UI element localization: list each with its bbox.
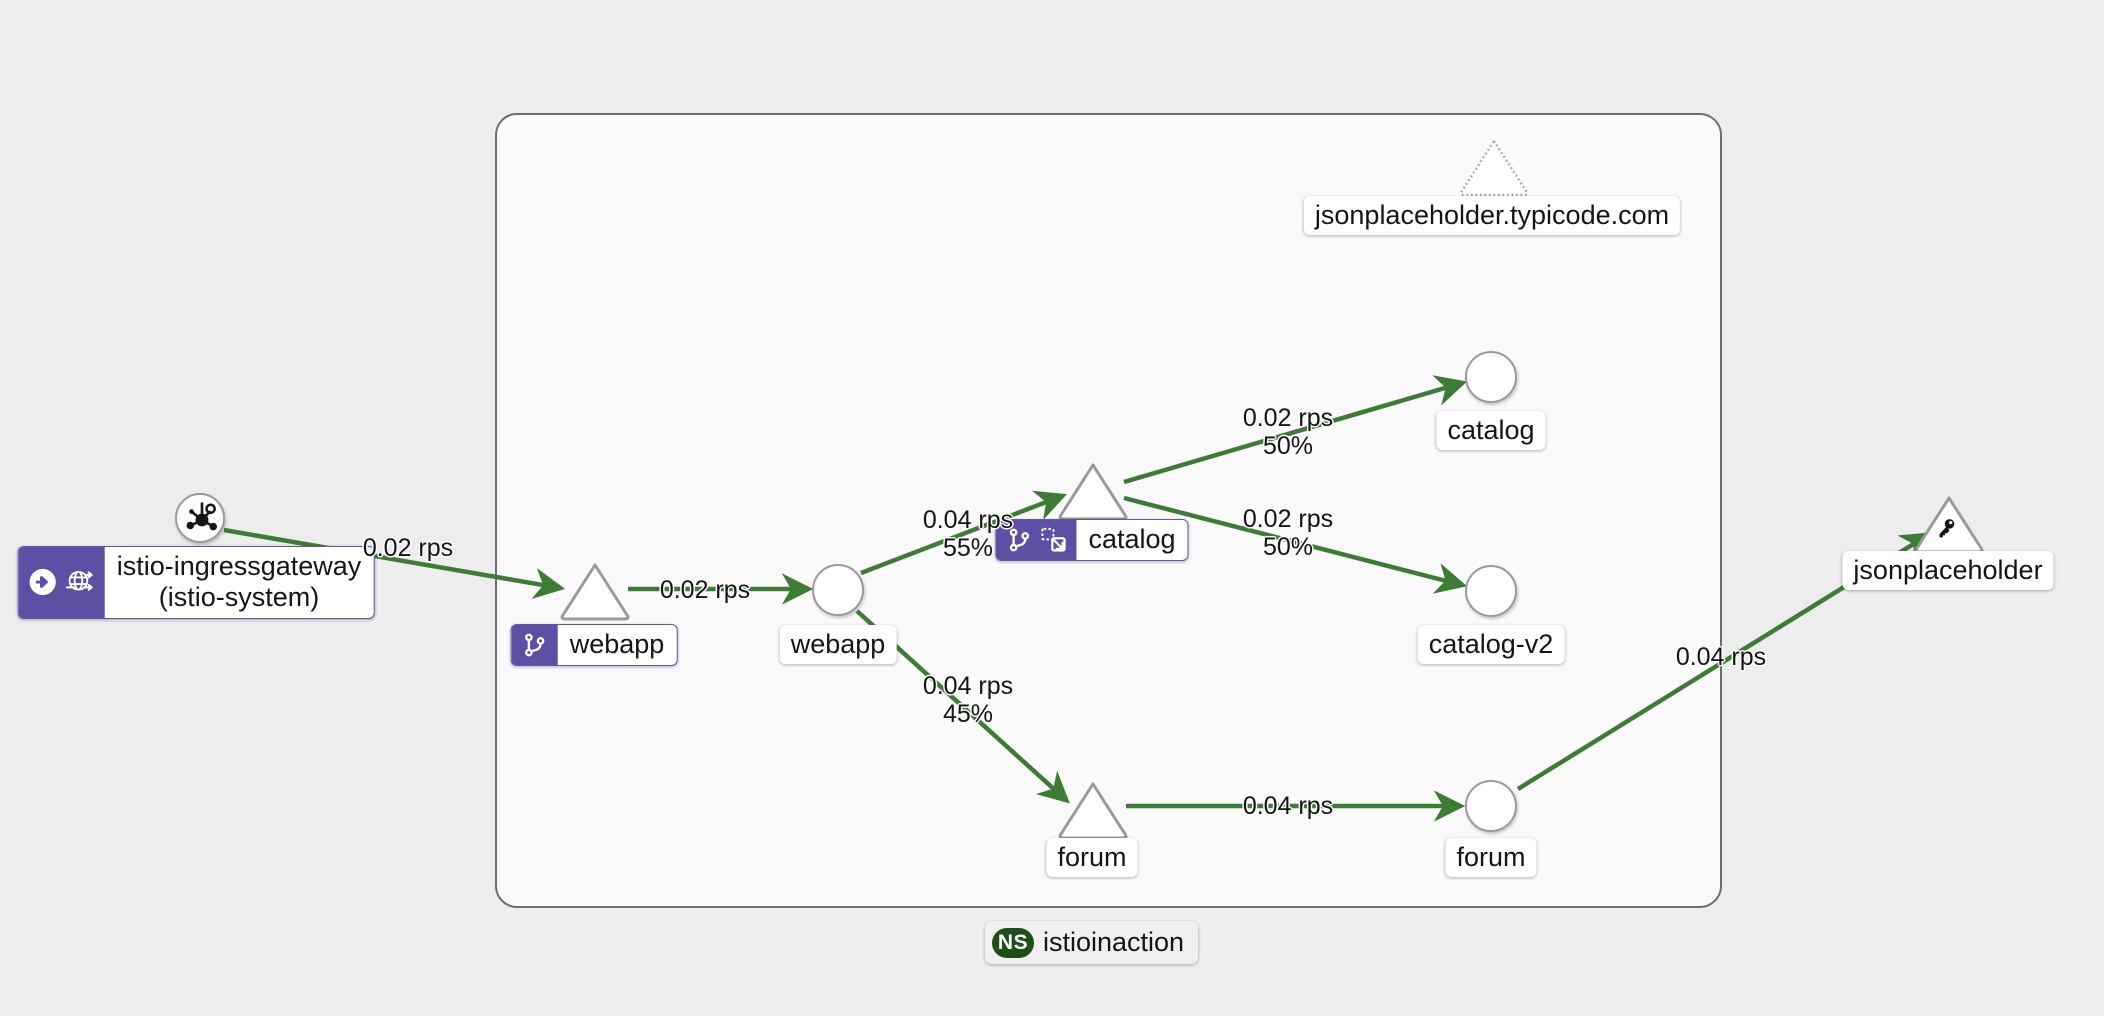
virtual-service-icon xyxy=(1009,528,1030,552)
node-label-text-line1: istio-ingressgateway xyxy=(116,551,362,581)
node-label-text: catalog xyxy=(1088,524,1176,554)
edge-label-webapp-service-to-webapp: 0.02 rps xyxy=(660,576,750,604)
node-webapp-workload-circle[interactable] xyxy=(812,564,864,616)
node-jsonplaceholder-service-entry-triangle[interactable] xyxy=(1912,493,1986,555)
edge-rate: 0.04 rps xyxy=(922,506,1014,534)
node-label-text: forum xyxy=(1456,842,1526,872)
virtual-service-icon xyxy=(525,633,545,657)
gateway-globe-icon xyxy=(65,571,93,592)
node-label-jsonplaceholder-typicode[interactable]: jsonplaceholder.typicode.com xyxy=(1303,196,1681,235)
node-label-catalog-v2-workload[interactable]: catalog-v2 xyxy=(1417,625,1565,664)
ingress-arrow-icon xyxy=(29,569,56,596)
node-webapp-service-triangle[interactable] xyxy=(558,560,632,622)
badge-strip-catalog-service xyxy=(996,520,1077,560)
key-icon xyxy=(1939,519,1955,538)
edge-label-webapp-to-catalog: 0.04 rps 55% xyxy=(923,506,1013,562)
edge-label-gateway-to-webapp: 0.02 rps xyxy=(363,534,453,562)
node-label-istio-ingressgateway[interactable]: istio-ingressgateway (istio-system) xyxy=(17,546,375,619)
edge-rate: 0.04 rps xyxy=(1242,792,1334,820)
edge-label-catalog-service-to-catalog: 0.02 rps 50% xyxy=(1243,404,1333,460)
node-label-text: catalog-v2 xyxy=(1428,629,1554,659)
node-label-forum-service[interactable]: forum xyxy=(1046,838,1138,877)
namespace-badge[interactable]: NS istioinaction xyxy=(985,921,1199,964)
node-label-text: webapp xyxy=(790,629,886,659)
node-jsonplaceholder-typicode-triangle[interactable] xyxy=(1457,136,1531,198)
node-label-text: forum xyxy=(1057,842,1127,872)
edge-percent: 50% xyxy=(1262,432,1314,460)
edge-percent: 45% xyxy=(942,700,994,728)
node-catalog-service-triangle[interactable] xyxy=(1056,460,1130,522)
node-label-text: jsonplaceholder xyxy=(1853,555,2043,585)
node-catalog-v2-workload-circle[interactable] xyxy=(1465,565,1517,617)
edge-rate: 0.04 rps xyxy=(922,672,1014,700)
edge-label-catalog-service-to-catalog-v2: 0.02 rps 50% xyxy=(1243,505,1333,561)
namespace-chip: NS xyxy=(992,927,1034,958)
node-forum-workload-circle[interactable] xyxy=(1465,780,1517,832)
node-label-text: jsonplaceholder.typicode.com xyxy=(1314,200,1670,230)
node-label-catalog-workload[interactable]: catalog xyxy=(1436,411,1546,450)
edge-rate: 0.04 rps xyxy=(1675,643,1767,671)
node-label-jsonplaceholder[interactable]: jsonplaceholder xyxy=(1842,551,2054,590)
node-label-webapp-service[interactable]: webapp xyxy=(510,624,678,666)
destination-rule-icon xyxy=(1041,527,1066,552)
badge-strip-webapp-service xyxy=(511,625,558,665)
node-istio-ingressgateway-circle[interactable] xyxy=(175,493,225,543)
topology-icon xyxy=(186,502,217,531)
node-label-catalog-service[interactable]: catalog xyxy=(995,519,1189,561)
edge-percent: 55% xyxy=(942,534,994,562)
node-label-text: catalog xyxy=(1447,415,1535,445)
edge-rate: 0.02 rps xyxy=(362,534,454,562)
namespace-name: istioinaction xyxy=(1043,927,1185,957)
node-label-text: webapp xyxy=(569,629,665,659)
edge-percent: 50% xyxy=(1262,533,1314,561)
badge-strip-istio-ingressgateway xyxy=(18,547,105,618)
edge-rate: 0.02 rps xyxy=(1242,505,1334,533)
node-label-text-line2: (istio-system) xyxy=(158,581,320,612)
node-catalog-workload-circle[interactable] xyxy=(1465,351,1517,403)
edge-label-forum-to-jsonplaceholder: 0.04 rps xyxy=(1676,643,1766,671)
node-label-forum-workload[interactable]: forum xyxy=(1445,838,1537,877)
node-forum-service-triangle[interactable] xyxy=(1056,779,1130,841)
edge-rate: 0.02 rps xyxy=(1242,404,1334,432)
edge-rate: 0.02 rps xyxy=(659,576,751,604)
edge-label-forum-service-to-forum: 0.04 rps xyxy=(1243,792,1333,820)
node-label-webapp-workload[interactable]: webapp xyxy=(779,625,897,664)
edge-label-webapp-to-forum: 0.04 rps 45% xyxy=(923,672,1013,728)
